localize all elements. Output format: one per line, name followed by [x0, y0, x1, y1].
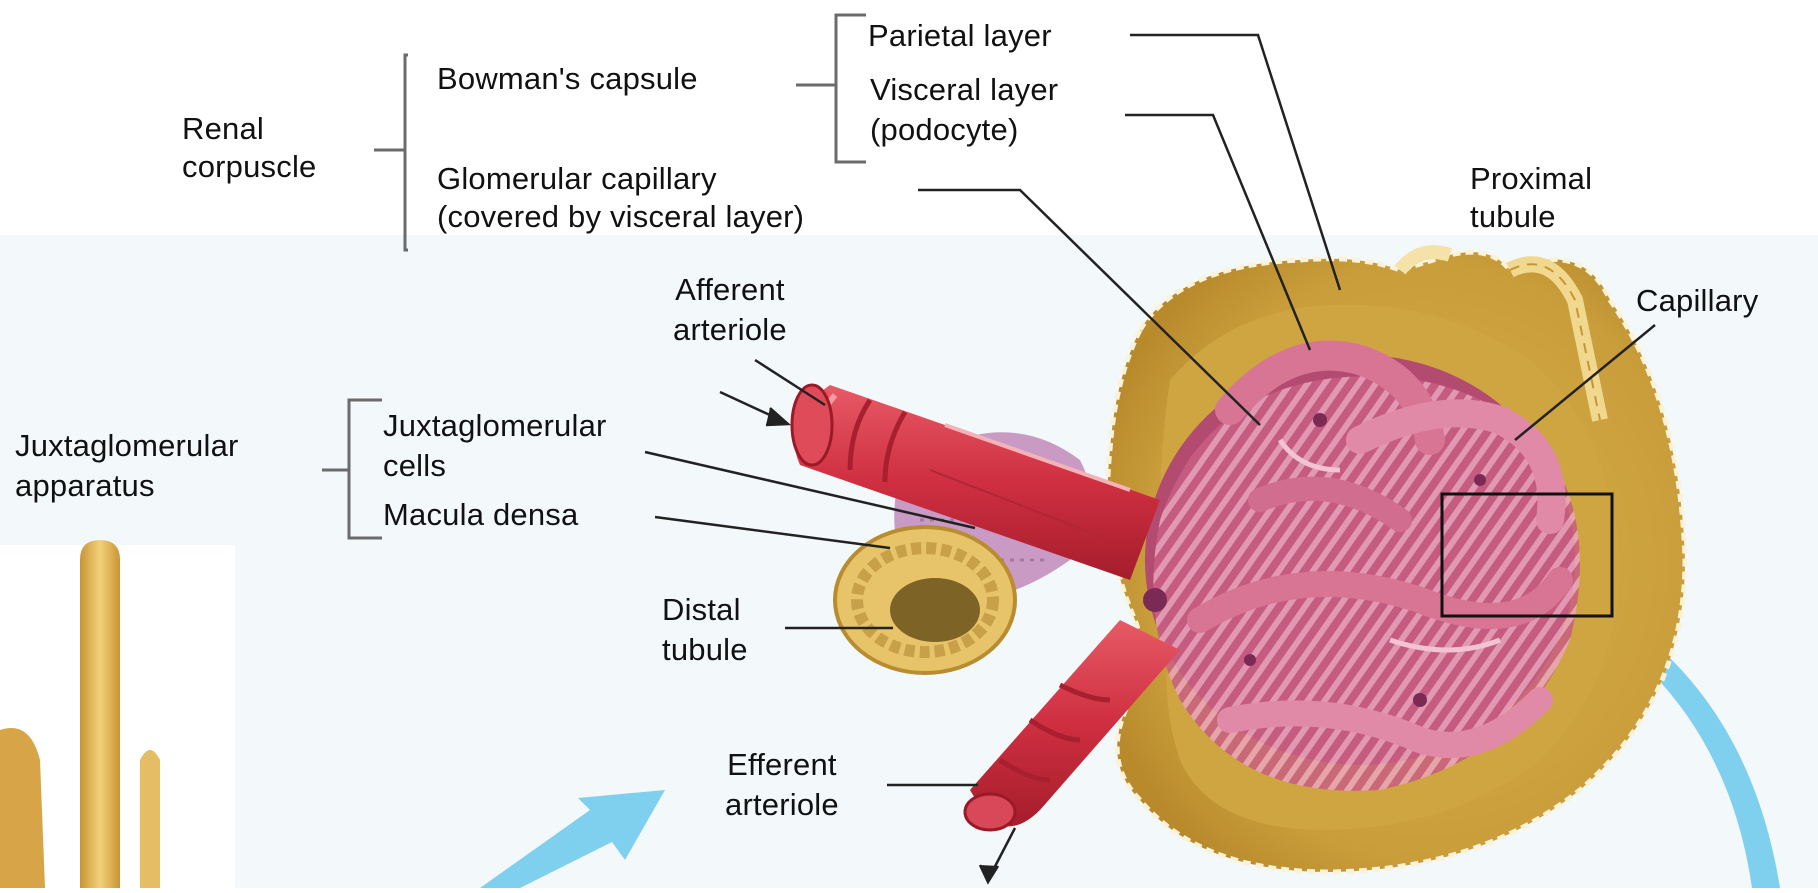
label-proximal-tubule: Proximal tubule	[1470, 160, 1592, 236]
label-visceral-layer: Visceral layer (podocyte)	[870, 70, 1058, 150]
renal-corpuscle-bracket	[405, 55, 408, 250]
label-juxtaglomerular-cells: Juxtaglomerular cells	[383, 406, 607, 486]
label-bowmans-capsule: Bowman's capsule	[437, 60, 698, 98]
label-capillary: Capillary	[1636, 282, 1758, 320]
label-juxtaglomerular-apparatus: Juxtaglomerular apparatus	[15, 426, 239, 506]
label-macula-densa: Macula densa	[383, 496, 578, 534]
glomerular-capillary-tuft	[1143, 355, 1580, 791]
label-parietal-layer: Parietal layer	[868, 17, 1052, 55]
label-efferent-arteriole: Efferent arteriole	[725, 745, 839, 825]
label-afferent-arteriole: Afferent arteriole	[673, 270, 787, 350]
distal-tubule-loop-illustration	[0, 540, 235, 888]
label-renal-corpuscle: Renal corpuscle	[182, 110, 316, 186]
distal-tubule-ring	[835, 527, 1015, 673]
label-distal-tubule: Distal tubule	[662, 590, 748, 670]
label-glomerular-capillary: Glomerular capillary (covered by viscera…	[437, 160, 804, 236]
bowmans-capsule-bracket	[836, 15, 866, 162]
